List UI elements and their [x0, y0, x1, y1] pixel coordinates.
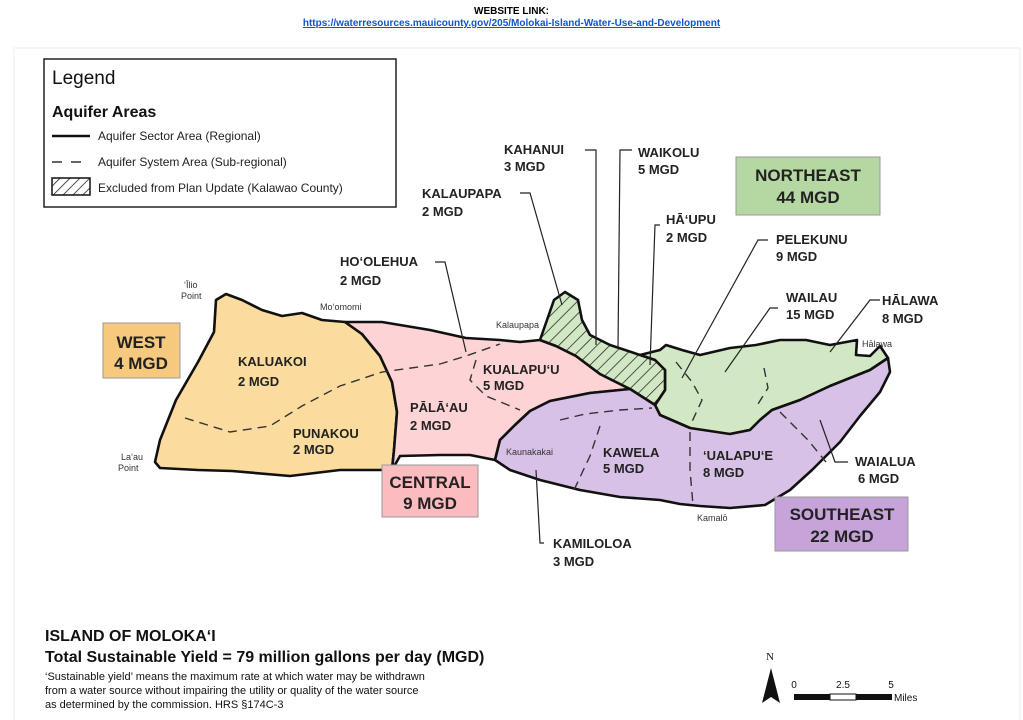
place-kalaupapa: Kalaupapa: [496, 320, 539, 330]
sector-box-west: WEST 4 MGD: [102, 322, 181, 379]
definition-line-1: ‘Sustainable yield’ means the maximum ra…: [45, 671, 425, 683]
website-link[interactable]: https://waterresources.mauicounty.gov/20…: [302, 18, 721, 29]
aquifer-system-boundaries: [184, 343, 827, 506]
sector-box-southeast: SOUTHEAST 22 MGD: [774, 496, 909, 552]
scale-bar: 0 2.5 5 Miles: [791, 680, 917, 704]
hoolehua-name: HO‘OLEHUA: [340, 254, 419, 269]
legend-title: Legend: [52, 68, 115, 89]
svg-text:CENTRAL: CENTRAL: [389, 473, 470, 492]
leader-lines: [435, 149, 880, 544]
waikolu-yield: 5 MGD: [638, 162, 679, 177]
kamiloloa-name: KAMILOLOA: [553, 536, 632, 551]
kawela-name: KAWELA: [603, 445, 660, 460]
place-laau-point: Point: [118, 463, 139, 473]
ualapue-yield: 8 MGD: [703, 465, 744, 480]
hoolehua-yield: 2 MGD: [340, 273, 381, 288]
svg-text:SOUTHEAST: SOUTHEAST: [790, 505, 895, 524]
definition-line-2: from a water source without impairing th…: [45, 685, 419, 697]
waialua-name: WAIALUA: [855, 454, 916, 469]
kualapuu-name: KUALAPU‘U: [483, 362, 560, 377]
website-link-label: WEBSITE LINK:: [474, 6, 549, 17]
southeast-sector-region: [493, 356, 892, 510]
svg-text:5: 5: [888, 680, 894, 691]
place-ilio-point: Point: [181, 291, 202, 301]
kaluakoi-name: KALUAKOI: [238, 354, 307, 369]
waialua-yield: 6 MGD: [858, 471, 899, 486]
place-kaunakakai: Kaunakakai: [506, 447, 553, 457]
halawa-yield: 8 MGD: [882, 311, 923, 326]
svg-text:NORTHEAST: NORTHEAST: [755, 166, 861, 185]
punakou-name: PUNAKOU: [293, 426, 359, 441]
legend-item-sector: Aquifer Sector Area (Regional): [98, 129, 261, 143]
punakou-yield: 2 MGD: [293, 442, 334, 457]
kawela-yield: 5 MGD: [603, 461, 644, 476]
halawa-name: HĀLAWA: [882, 293, 939, 308]
island-title: ISLAND OF MOLOKA‘I: [45, 628, 216, 645]
place-laau: La‘au: [121, 452, 143, 462]
svg-text:2.5: 2.5: [836, 680, 850, 691]
legend: Legend Aquifer Areas Aquifer Sector Area…: [43, 58, 397, 208]
svg-text:4 MGD: 4 MGD: [114, 354, 168, 373]
svg-text:WEST: WEST: [116, 333, 166, 352]
ualapue-name: ‘UALAPU‘E: [703, 448, 773, 463]
haupu-name: HĀ‘UPU: [666, 212, 716, 227]
svg-text:Miles: Miles: [894, 693, 917, 704]
place-ilio: ‘Īlio: [184, 280, 198, 290]
svg-text:0: 0: [791, 680, 797, 691]
pelekunu-name: PELEKUNU: [776, 232, 848, 247]
svg-text:22 MGD: 22 MGD: [810, 527, 873, 546]
legend-item-system: Aquifer System Area (Sub-regional): [98, 155, 287, 169]
kahanui-name: KAHANUI: [504, 142, 564, 157]
kalawao-excluded-region: [538, 290, 667, 407]
pelekunu-yield: 9 MGD: [776, 249, 817, 264]
palaau-yield: 2 MGD: [410, 418, 451, 433]
north-arrow-icon: N: [762, 651, 780, 703]
kalaupapa-yield: 2 MGD: [422, 204, 463, 219]
kamiloloa-yield: 3 MGD: [553, 554, 594, 569]
svg-text:44 MGD: 44 MGD: [776, 188, 839, 207]
definition-line-3: as determined by the commission. HRS §17…: [45, 699, 283, 711]
kahanui-yield: 3 MGD: [504, 159, 545, 174]
place-halawa: Hālawa: [862, 339, 892, 349]
hatched-box-symbol: [51, 177, 91, 196]
total-yield: Total Sustainable Yield = 79 million gal…: [45, 649, 484, 666]
wailau-name: WAILAU: [786, 290, 837, 305]
sector-box-central: CENTRAL 9 MGD: [381, 464, 479, 518]
palaau-name: PĀLĀ‘AU: [410, 400, 468, 415]
kualapuu-yield: 5 MGD: [483, 378, 524, 393]
waikolu-name: WAIKOLU: [638, 145, 699, 160]
kalaupapa-name: KALAUPAPA: [422, 186, 502, 201]
wailau-yield: 15 MGD: [786, 307, 834, 322]
legend-item-excluded: Excluded from Plan Update (Kalawao Count…: [98, 181, 343, 195]
svg-text:N: N: [766, 651, 774, 663]
place-kamalo: Kamalō: [697, 513, 728, 523]
svg-text:9 MGD: 9 MGD: [403, 494, 457, 513]
legend-subtitle: Aquifer Areas: [52, 104, 156, 121]
sector-box-northeast: NORTHEAST 44 MGD: [735, 156, 881, 216]
place-moomomi: Mo‘omomi: [320, 302, 362, 312]
kaluakoi-yield: 2 MGD: [238, 374, 279, 389]
haupu-yield: 2 MGD: [666, 230, 707, 245]
map-frame: [13, 47, 1021, 720]
